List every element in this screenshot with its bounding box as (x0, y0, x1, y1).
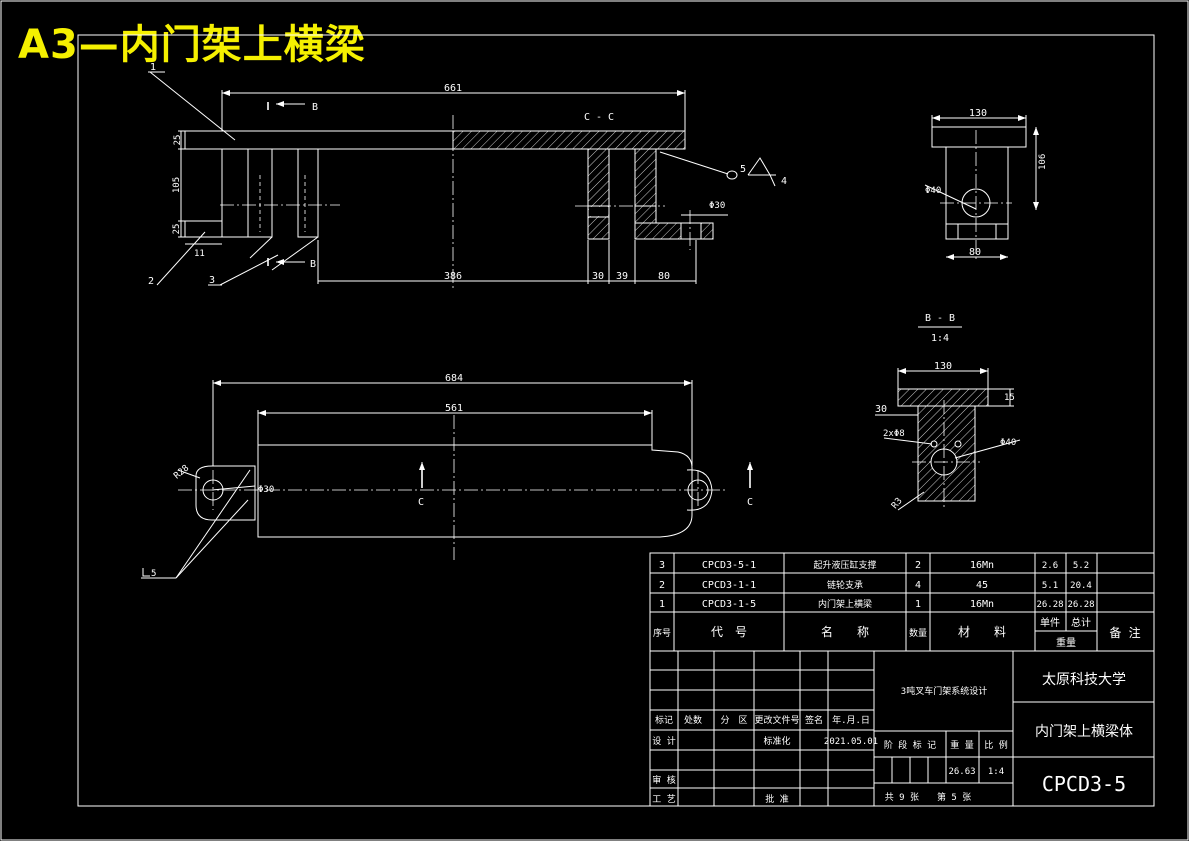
bom-h-remark: 备 注 (1109, 625, 1140, 640)
bom-r3-code: CPCD3-1-5 (702, 599, 756, 610)
plan-inner: 561 (445, 403, 463, 414)
plan-view: 684 561 R28 Φ30 C C 5 (141, 373, 753, 579)
bb-bore: Φ40 (1000, 438, 1016, 448)
bom-r3-qty: 1 (915, 599, 921, 610)
cut-mark-b-top: B (312, 102, 318, 113)
dim-d3: 80 (658, 271, 670, 282)
bb-radius: R3 (890, 496, 905, 511)
dim-hole: Φ30 (709, 201, 725, 211)
bom-r1-unit: 2.6 (1042, 561, 1058, 571)
dim-flange: 25 (173, 135, 183, 146)
rev-doc: 更改文件号 (754, 714, 799, 726)
bb-flange: 15 (1004, 393, 1015, 403)
dim-span: 386 (444, 271, 462, 282)
bb-offset: 30 (875, 404, 887, 415)
dim-tab-width: 11 (194, 249, 205, 259)
cut-mark-b-bottom: B (310, 259, 316, 270)
standard-label: 标准化 (763, 735, 790, 747)
bom-r1-material: 16Mn (970, 560, 994, 571)
section-bb-scale: 1:4 (931, 333, 949, 344)
school-name: 太原科技大学 (1042, 672, 1126, 688)
dim-tab: 25 (172, 224, 182, 235)
side-width: 130 (969, 108, 987, 119)
scale-value: 1:4 (988, 767, 1004, 777)
balloon-5: 5 (740, 164, 746, 175)
section-bb-title: B - B (925, 313, 955, 324)
bom-h-code: 代 号 (711, 625, 747, 639)
project-name: 3吨叉车门架系统设计 (901, 685, 987, 697)
bom-table: 3 CPCD3-5-1 起升液压缸支撑 2 16Mn 2.6 5.2 2 CPC… (649, 552, 1155, 652)
design-label: 设 计 (652, 735, 675, 747)
weld-size: 5 (151, 569, 156, 579)
bom-r2-name: 链轮支承 (827, 579, 863, 591)
balloon-1: 1 (150, 62, 156, 73)
bom-r3-total: 26.28 (1067, 600, 1094, 610)
dim-d2: 39 (616, 271, 628, 282)
bom-r1-total: 5.2 (1073, 561, 1089, 571)
approve-label: 批 准 (765, 793, 788, 805)
rev-count: 处数 (684, 714, 702, 726)
sheet-count: 共 9 张 第 5 张 (885, 791, 972, 803)
process-label: 工 艺 (652, 794, 675, 805)
bom-r1-qty: 2 (915, 560, 921, 571)
rev-date: 年.月.日 (832, 714, 870, 726)
bom-r1-no: 3 (659, 560, 665, 571)
bom-h-no: 序号 (653, 627, 671, 639)
bom-r1-name: 起升液压缸支撑 (813, 559, 876, 571)
scale-label: 比 例 (984, 739, 1007, 751)
review-label: 审 核 (652, 774, 675, 786)
rev-mark: 标记 (655, 714, 673, 726)
bom-h-total: 总计 (1071, 616, 1091, 629)
bom-r1-code: CPCD3-5-1 (702, 560, 756, 571)
balloon-2: 2 (148, 276, 154, 287)
drawing-frame (77, 34, 1155, 807)
bom-h-name: 名 称 (821, 624, 869, 639)
plan-left-bore: Φ30 (258, 485, 274, 495)
side-hole: Φ40 (925, 186, 941, 196)
section-bb: B - B 1:4 130 15 30 2xΦ8 Φ40 R3 (875, 313, 1021, 511)
title-block: 标记 处数 分 区 更改文件号 签名 年.月.日 设 计 标准化 2021.05… (649, 650, 1155, 807)
rev-zone: 分 区 (720, 715, 747, 726)
bb-holes: 2xΦ8 (883, 429, 905, 439)
bom-r2-total: 20.4 (1070, 581, 1092, 591)
plan-left-r: R28 (172, 463, 191, 481)
side-base: 80 (969, 247, 981, 258)
front-view: 661 386 30 39 80 25 105 25 11 Φ30 C - C … (148, 62, 787, 290)
drawing-code: CPCD3-5 (1042, 772, 1126, 796)
bom-r3-material: 16Mn (970, 599, 994, 610)
bom-r2-unit: 5.1 (1042, 581, 1058, 591)
bom-r2-qty: 4 (915, 580, 921, 591)
weight-value: 26.63 (948, 767, 975, 777)
cut-mark-c-right: C (747, 497, 753, 508)
bom-h-unit: 单件 (1040, 617, 1060, 629)
bom-h-qty: 数量 (909, 627, 927, 639)
balloon-3: 3 (209, 275, 215, 286)
bom-r2-no: 2 (659, 580, 665, 591)
dim-height: 105 (172, 177, 182, 193)
rev-sign: 签名 (805, 714, 823, 726)
bom-h-weight: 重量 (1056, 636, 1076, 649)
section-label-cc: C - C (584, 112, 614, 123)
sheet-title: A3—内门架上横梁 (18, 22, 366, 68)
stage-label: 阶 段 标 记 (884, 739, 936, 751)
dim-d1: 30 (592, 271, 604, 282)
dim-overall: 661 (444, 83, 462, 94)
plan-overall: 684 (445, 373, 463, 384)
design-date: 2021.05.01 (824, 737, 878, 747)
side-height: 106 (1038, 154, 1048, 170)
bom-h-material: 材 料 (958, 625, 1006, 639)
drawing-name: 内门架上横梁体 (1035, 724, 1133, 740)
bom-r3-unit: 26.28 (1036, 600, 1063, 610)
bom-r3-no: 1 (659, 599, 665, 610)
cut-mark-c-left: C (418, 497, 424, 508)
weight-label: 重 量 (950, 739, 973, 751)
bom-r3-name: 内门架上横梁 (818, 598, 872, 610)
side-view: 130 106 Φ40 80 (924, 108, 1048, 260)
bom-r2-code: CPCD3-1-1 (702, 580, 756, 591)
bb-width: 130 (934, 361, 952, 372)
bom-r2-material: 45 (976, 580, 988, 591)
balloon-4: 4 (781, 176, 787, 187)
